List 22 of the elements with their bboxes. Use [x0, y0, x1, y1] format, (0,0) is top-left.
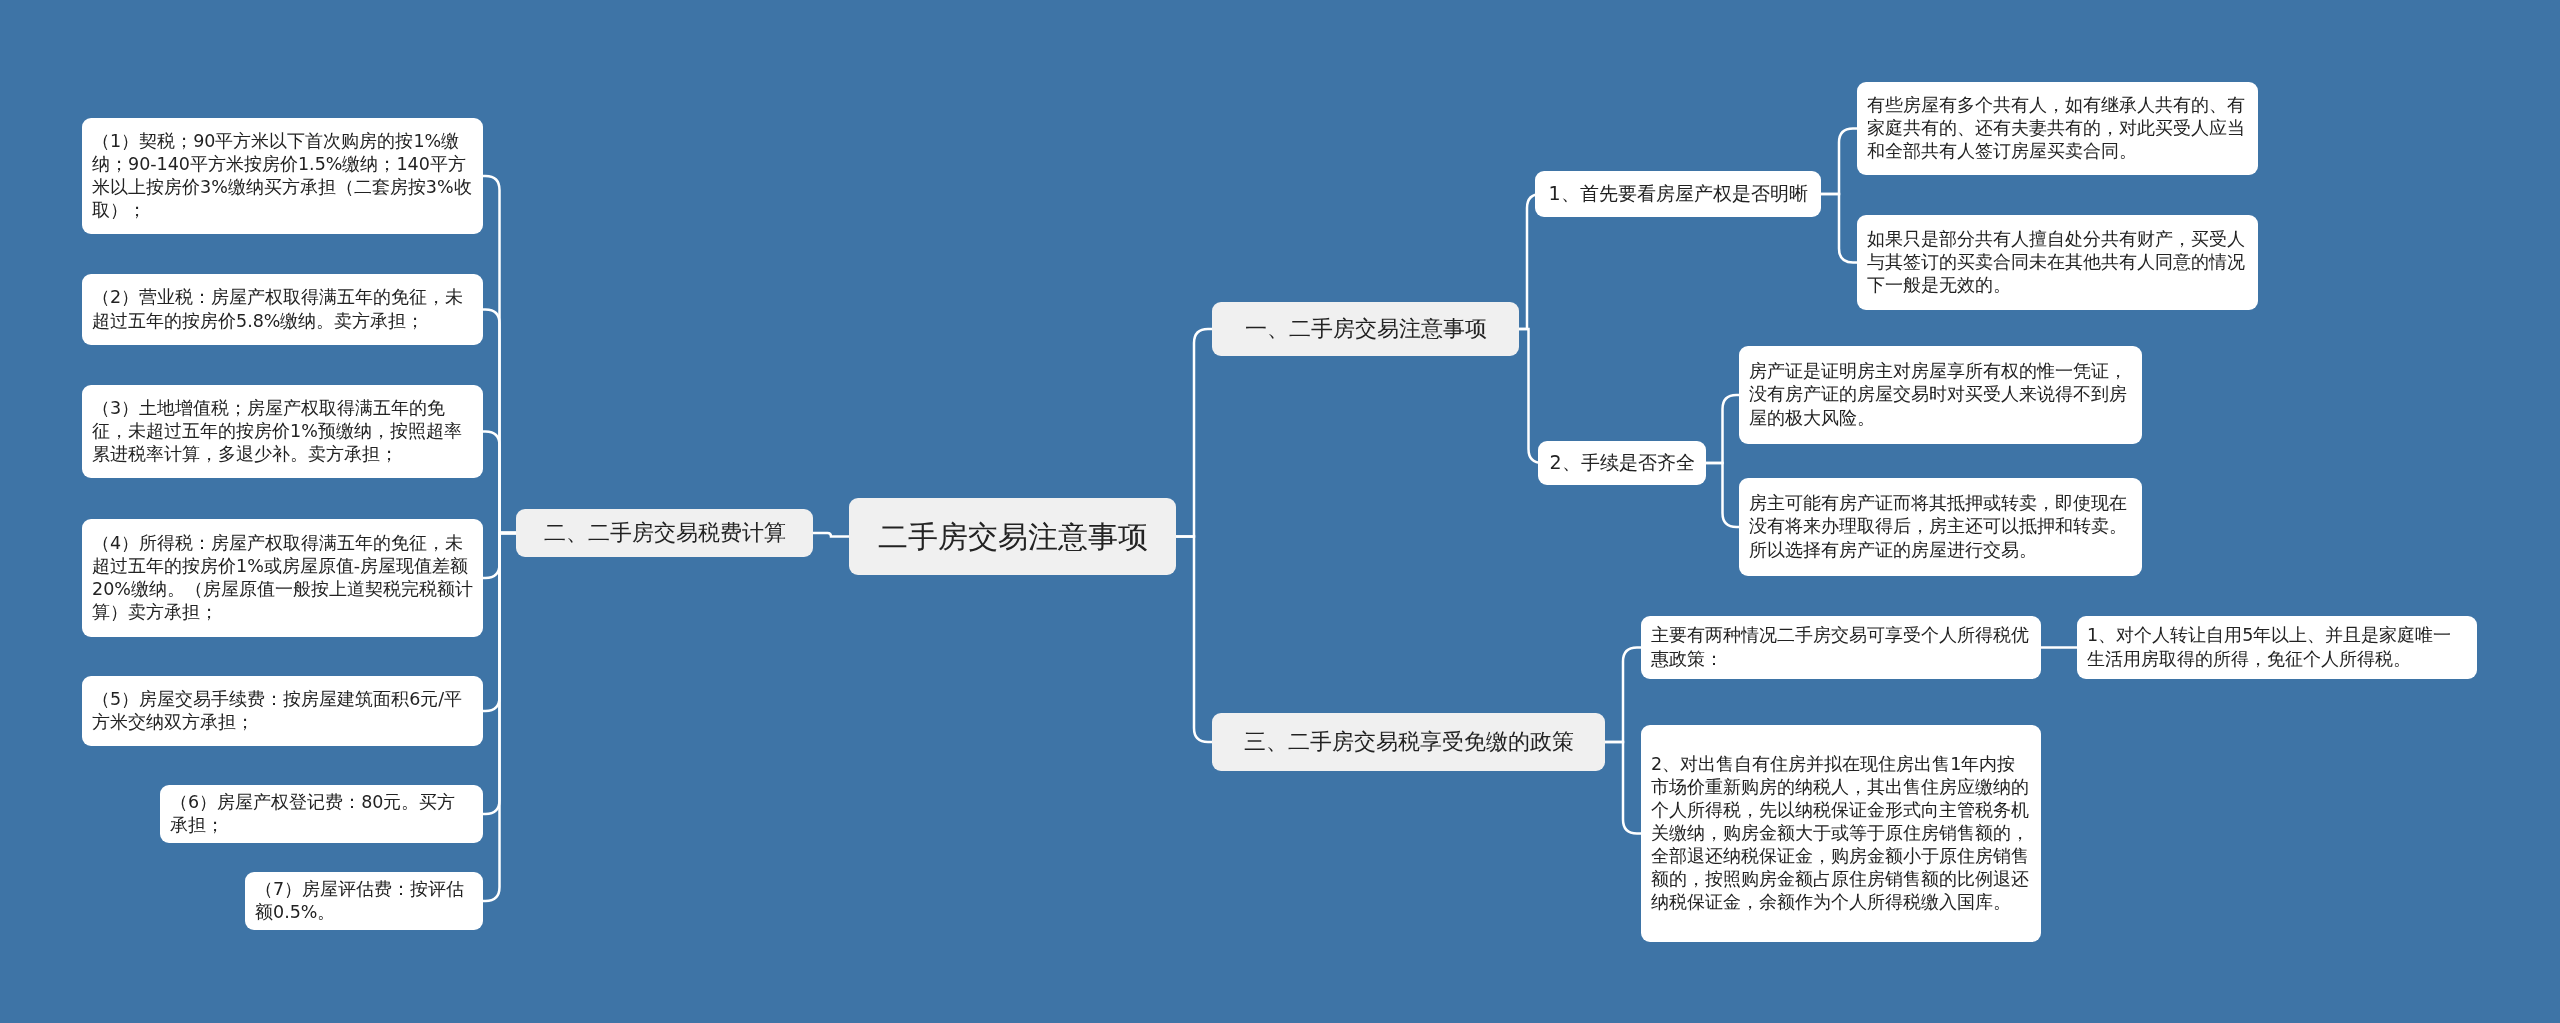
topic-box: 一、二手房交易注意事项 [1212, 302, 1519, 356]
topic-box: 三、二手房交易税享受免缴的政策 [1212, 713, 1605, 771]
note-box: （7）房屋评估费：按评估额0.5%。 [245, 872, 483, 931]
connector-line [2041, 646, 2077, 649]
note-box: 房主可能有房产证而将其抵押或转卖，即使现在没有将来办理取得后，房主还可以抵押和转卖。所以选择有房产证的房屋进行交易。 [1739, 478, 2142, 576]
subtopic-box: 2、手续是否齐全 [1538, 441, 1706, 485]
connector-line [813, 531, 849, 538]
note-box: （4）所得税：房屋产权取得满五年的免征，未超过五年的按房价1%或房屋原值-房屋现值差额20%缴纳。（房屋原值一般按上道契税完税额计算）卖方承担； [82, 519, 483, 637]
note-box: 有些房屋有多个共有人，如有继承人共有的、有家庭共有的、还有夫妻共有的，对此买受人应当和全部共有人签订房屋买卖合同。 [1857, 82, 2258, 175]
note-box: 主要有两种情况二手房交易可享受个人所得税优惠政策： [1641, 616, 2041, 679]
central-topic-box: 二手房交易注意事项 [849, 498, 1176, 575]
note-box: （3）土地增值税；房屋产权取得满五年的免征，未超过五年的按房价1%预缴纳，按照超率累进税率计算，多退少补。卖方承担； [82, 385, 483, 478]
note-box: （2）营业税：房屋产权取得满五年的免征，未超过五年的按房价5.8%缴纳。卖方承担； [82, 274, 483, 345]
note-box: （1）契税；90平方米以下首次购房的按1%缴纳；90-140平方米按房价1.5%缴纳；140平方米以上按房价3%缴纳买方承担（二套房按3%收取）； [82, 118, 483, 234]
subtopic-box: 1、首先要看房屋产权是否明晰 [1535, 171, 1821, 217]
note-box: 房产证是证明房主对房屋享所有权的惟一凭证，没有房产证的房屋交易时对买受人来说得不到房屋的极大风险。 [1739, 346, 2142, 444]
note-box: 1、对个人转让自用5年以上、并且是家庭唯一生活用房取得的所得，免征个人所得税。 [2077, 616, 2477, 679]
note-box: （6）房屋产权登记费：80元。买方承担； [160, 785, 483, 844]
note-box: （5）房屋交易手续费：按房屋建筑面积6元/平方米交纳双方承担； [82, 676, 483, 746]
topic-box: 二、二手房交易税费计算 [516, 509, 813, 557]
note-box: 如果只是部分共有人擅自处分共有财产，买受人与其签订的买卖合同未在其他共有人同意的情况下一般是无效的。 [1857, 215, 2258, 310]
note-box: 2、对出售自有住房并拟在现住房出售1年内按市场价重新购房的纳税人，其出售住房应缴纳的个人所得税，先以纳税保证金形式向主管税务机关缴纳，购房金额大于或等于原住房销售额的，全部退还纳税保证金，购房金额小于原住房销售额的，按照购房金额占原住房销售额的比例退还纳税保证金，余额作为个人所得税缴入国库。 [1641, 725, 2041, 942]
